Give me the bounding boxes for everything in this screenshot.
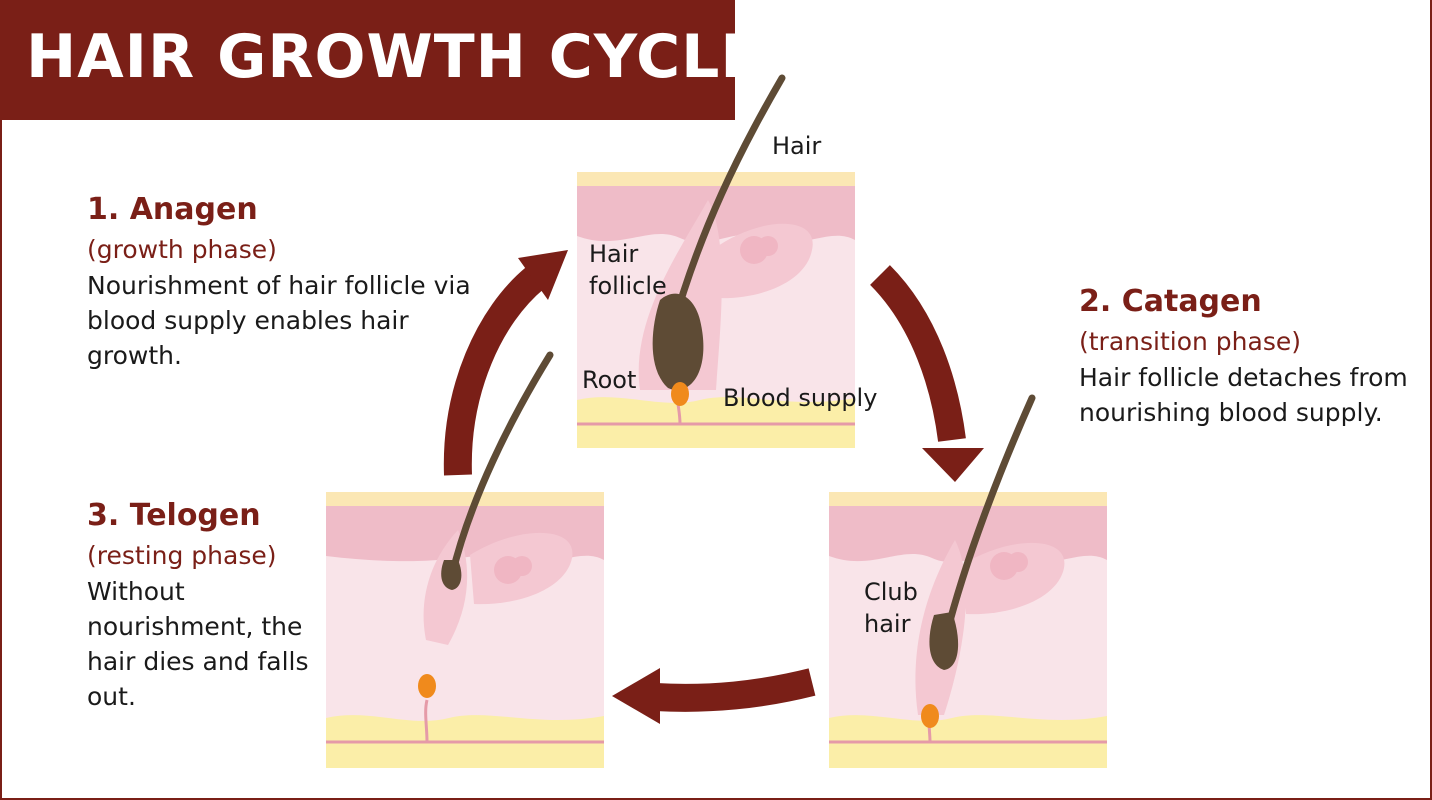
- phase-catagen-title: 2. Catagen: [1079, 284, 1262, 319]
- label-hair-follicle-line1: Hair: [589, 240, 639, 268]
- follicle-panel-telogen: [326, 351, 604, 768]
- label-blood-supply: Blood supply: [723, 384, 878, 412]
- label-club-hair-line2: hair: [864, 610, 911, 638]
- cycle-arrow-catagen-to-telogen: [612, 668, 816, 724]
- follicle-panel-anagen: [577, 74, 855, 448]
- label-root: Root: [582, 366, 637, 394]
- phase-telogen: 3. Telogen (resting phase) Without nouri…: [87, 498, 317, 714]
- page-title: HAIR GROWTH CYCLE: [26, 22, 763, 92]
- phase-catagen-subtitle: (transition phase): [1079, 327, 1301, 356]
- phase-telogen-title: 3. Telogen: [87, 498, 261, 533]
- label-club-hair-line1: Club: [864, 578, 918, 606]
- phase-anagen-description: Nourishment of hair follicle via blood s…: [87, 271, 471, 370]
- label-hair-follicle-line2: follicle: [589, 272, 667, 300]
- phase-anagen-subtitle: (growth phase): [87, 235, 277, 264]
- cycle-arrow-telogen-to-anagen: [443, 250, 568, 476]
- phase-telogen-description: Without nourishment, the hair dies and f…: [87, 577, 309, 711]
- label-hair: Hair: [772, 132, 822, 160]
- phase-catagen-description: Hair follicle detaches from nourishing b…: [1079, 363, 1408, 427]
- cycle-arrow-anagen-to-catagen: [869, 265, 984, 482]
- phase-telogen-subtitle: (resting phase): [87, 541, 277, 570]
- phase-anagen-title: 1. Anagen: [87, 192, 258, 227]
- follicle-panel-catagen: [829, 394, 1107, 768]
- phase-catagen: 2. Catagen (transition phase) Hair folli…: [1079, 284, 1419, 430]
- phase-anagen: 1. Anagen (growth phase) Nourishment of …: [87, 192, 477, 373]
- title-bar: HAIR GROWTH CYCLE: [0, 0, 761, 120]
